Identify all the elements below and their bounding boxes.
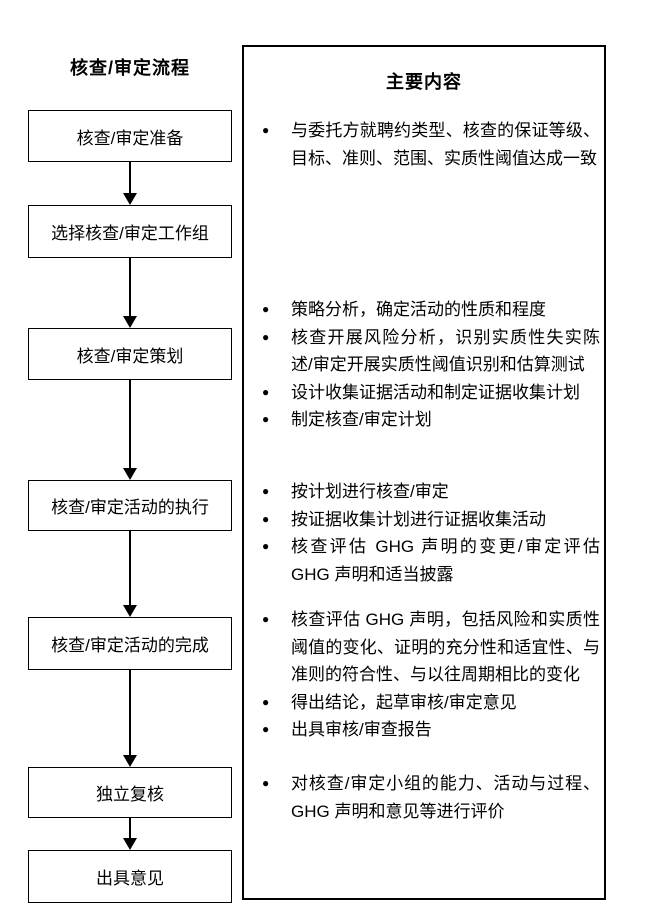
arrow-head-icon [123, 468, 137, 480]
flow-arrow-4 [122, 531, 138, 617]
bullet-icon: ● [262, 302, 270, 316]
bullet-icon: ● [262, 539, 270, 553]
main-content-panel: 主要内容 [242, 45, 606, 900]
bullet-text: 按计划进行核查/审定 [291, 482, 449, 501]
arrow-shaft [129, 531, 131, 607]
bullet-group-execution: ● 按计划进行核查/审定 ● 按证据收集计划进行证据收集活动 ● 核查评估 GH… [262, 478, 602, 588]
list-item: ● 核查开展风险分析，识别实质性失实陈述/审定开展实质性阈值识别和估算测试 [262, 324, 602, 379]
bullet-text: 核查开展风险分析，识别实质性失实陈述/审定开展实质性阈值识别和估算测试 [291, 327, 600, 375]
flow-step-label: 核查/审定策划 [76, 346, 184, 366]
bullet-icon: ● [262, 412, 270, 426]
bullet-group-planning: ● 策略分析，确定活动的性质和程度 ● 核查开展风险分析，识别实质性失实陈述/审… [262, 296, 602, 434]
arrow-head-icon [123, 193, 137, 205]
flow-arrow-6 [122, 818, 138, 850]
arrow-head-icon [123, 605, 137, 617]
list-item: ● 制定核查/审定计划 [262, 406, 602, 434]
arrow-shaft [129, 670, 131, 757]
bullet-text: 出具审核/审查报告 [291, 720, 432, 739]
list-item: ● 设计收集证据活动和制定证据收集计划 [262, 379, 602, 407]
flow-step-label: 出具意见 [96, 869, 164, 888]
flow-step-planning: 核查/审定策划 [28, 328, 232, 380]
bullet-text: 对核查/审定小组的能力、活动与过程、GHG 声明和意见等进行评价 [291, 774, 600, 821]
arrow-shaft [129, 380, 131, 470]
arrow-head-icon [123, 316, 137, 328]
list-item: ● 对核查/审定小组的能力、活动与过程、GHG 声明和意见等进行评价 [262, 770, 602, 825]
bullet-icon: ● [262, 612, 270, 626]
bullet-icon: ● [262, 722, 270, 736]
list-item: ● 出具审核/审查报告 [262, 716, 602, 744]
flow-step-completion: 核查/审定活动的完成 [28, 617, 232, 670]
flow-step-label: 核查/审定活动的执行 [51, 498, 209, 517]
bullet-text: 按证据收集计划进行证据收集活动 [291, 509, 546, 529]
bullet-icon: ● [262, 694, 270, 709]
list-item: ● 核查评估 GHG 声明的变更/审定评估 GHG 声明和适当披露 [262, 533, 602, 588]
panel-title: 主要内容 [386, 72, 462, 92]
bullet-icon: ● [262, 484, 270, 498]
arrow-shaft [129, 162, 131, 195]
flow-arrow-3 [122, 380, 138, 480]
bullet-icon: ● [262, 123, 270, 137]
flow-arrow-5 [122, 670, 138, 767]
bullet-text: 与委托方就聘约类型、核查的保证等级、目标、准则、范围、实质性阈值达成一致 [291, 121, 600, 168]
bullet-text: 核查评估 GHG 声明，包括风险和实质性阈值的变化、证明的充分性和适宜性、与准则… [291, 610, 600, 684]
bullet-text: 得出结论，起草审核/审定意见 [291, 692, 517, 712]
list-item: ● 与委托方就聘约类型、核查的保证等级、目标、准则、范围、实质性阈值达成一致 [262, 117, 602, 172]
flow-step-label: 独立复核 [96, 785, 164, 804]
arrow-head-icon [123, 755, 137, 767]
bullet-icon: ● [262, 329, 270, 344]
list-item: ● 按计划进行核查/审定 [262, 478, 602, 506]
bullet-text: 设计收集证据活动和制定证据收集计划 [291, 382, 580, 402]
list-item: ● 策略分析，确定活动的性质和程度 [262, 296, 602, 324]
bullet-group-completion: ● 核查评估 GHG 声明，包括风险和实质性阈值的变化、证明的充分性和适宜性、与… [262, 606, 602, 744]
arrow-shaft [129, 818, 131, 840]
bullet-group-preparation: ● 与委托方就聘约类型、核查的保证等级、目标、准则、范围、实质性阈值达成一致 [262, 117, 602, 172]
bullet-icon: ● [262, 776, 270, 790]
flow-arrow-2 [122, 258, 138, 328]
bullet-text: 策略分析，确定活动的性质和程度 [291, 300, 546, 319]
list-item: ● 按证据收集计划进行证据收集活动 [262, 506, 602, 534]
list-item: ● 得出结论，起草审核/审定意见 [262, 689, 602, 717]
bullet-group-independent-review: ● 对核查/审定小组的能力、活动与过程、GHG 声明和意见等进行评价 [262, 770, 602, 825]
list-item: ● 核查评估 GHG 声明，包括风险和实质性阈值的变化、证明的充分性和适宜性、与… [262, 606, 602, 689]
flow-step-label: 核查/审定活动的完成 [51, 636, 209, 655]
flow-title: 核查/审定流程 [69, 58, 190, 78]
bullet-text: 制定核查/审定计划 [291, 410, 432, 429]
bullet-icon: ● [262, 511, 270, 526]
flow-step-select-team: 选择核查/审定工作组 [28, 205, 232, 258]
arrow-head-icon [123, 838, 137, 850]
bullet-text: 核查评估 GHG 声明的变更/审定评估 GHG 声明和适当披露 [291, 537, 600, 584]
flow-step-execution: 核查/审定活动的执行 [28, 480, 232, 531]
flow-step-independent-review: 独立复核 [28, 767, 232, 818]
arrow-shaft [129, 258, 131, 318]
flow-arrow-1 [122, 162, 138, 205]
flow-step-label: 选择核查/审定工作组 [51, 224, 209, 243]
bullet-icon: ● [262, 384, 270, 399]
flow-step-label: 核查/审定准备 [76, 128, 184, 148]
flow-step-issue-opinion: 出具意见 [28, 850, 232, 903]
flow-step-preparation: 核查/审定准备 [28, 110, 232, 162]
